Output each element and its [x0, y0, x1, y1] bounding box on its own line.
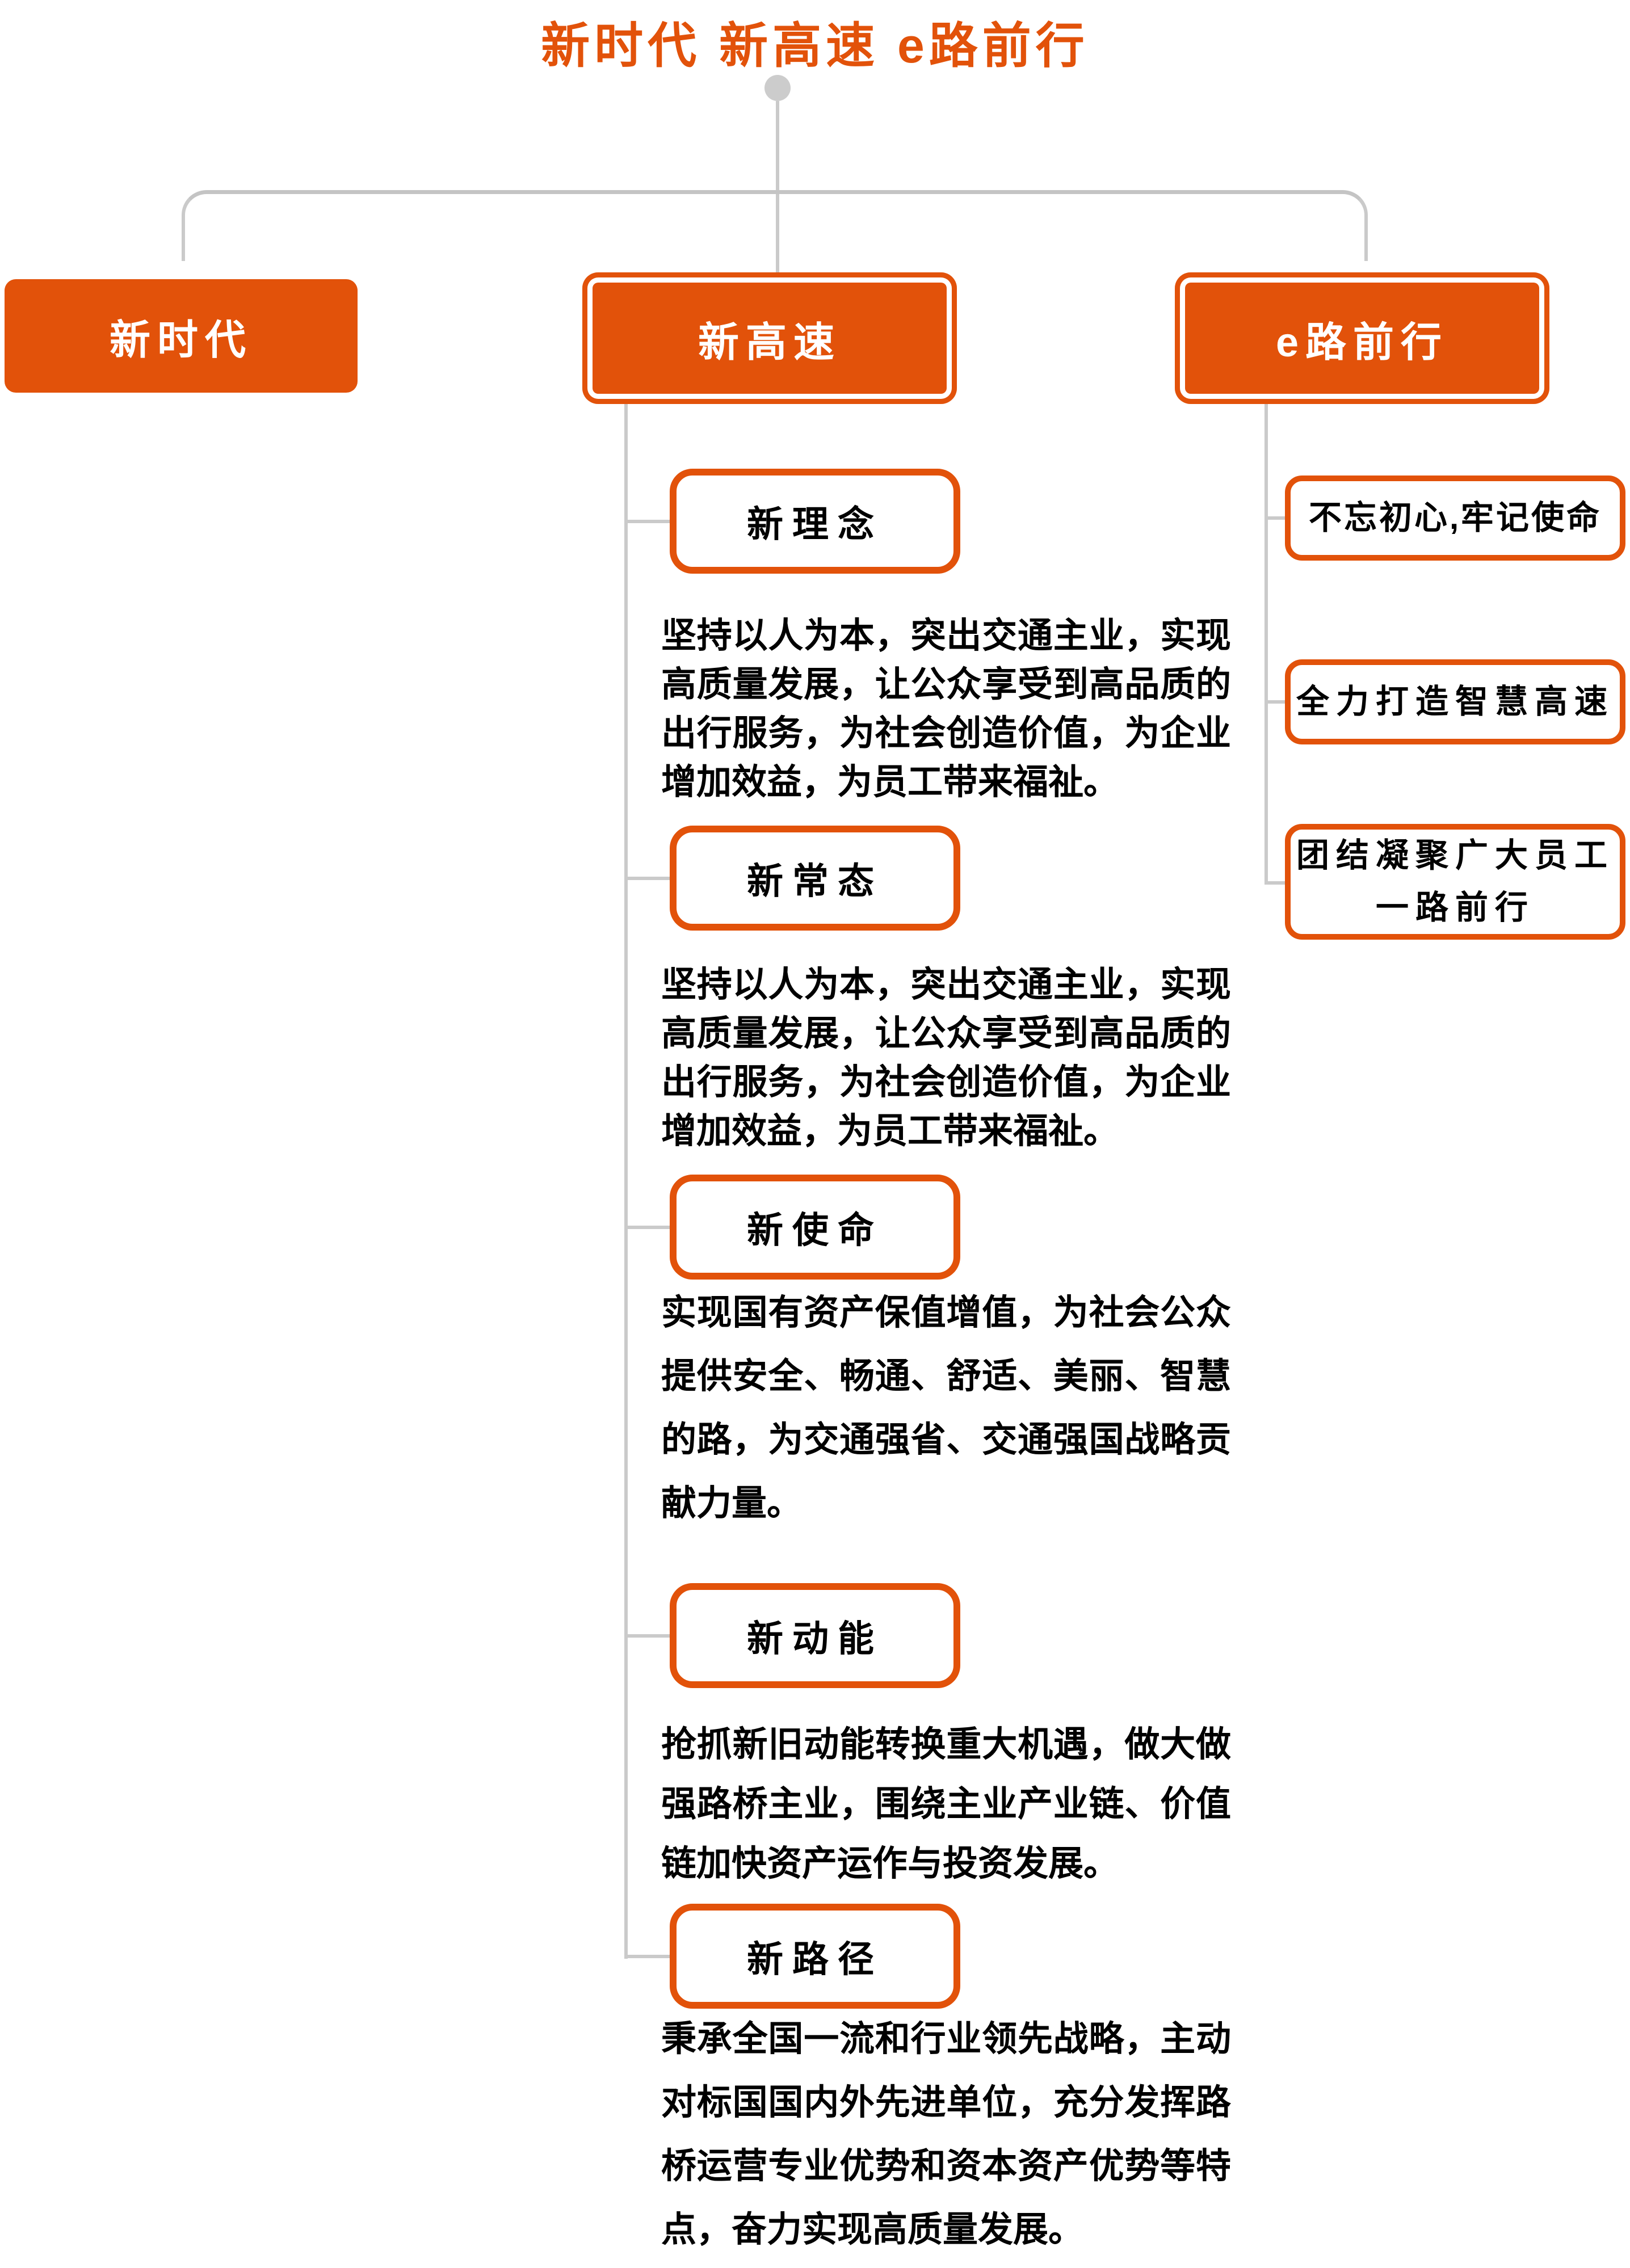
node-xingaosu-label: 新高速 [698, 319, 841, 365]
topic-xinlinian-body: 坚持以人为本，突出交通主业，实现高质量发展，让公众享受到高品质的出行服务，为社会… [661, 616, 1231, 802]
stub-xinlujing [624, 1955, 672, 1958]
center-drop-line [776, 194, 779, 273]
topic-xinlinian-label: 新理念 [747, 503, 883, 545]
stub-zhihuigaosu [1264, 700, 1287, 704]
leaf-box-zhihuigaosu[interactable]: 全力打造智慧高速 [1285, 659, 1625, 744]
stub-tuanjie [1264, 881, 1287, 885]
topic-xinshiming-body: 实现国有资产保值增值，为社会公众提供安全、畅通、舒适、美丽、智慧的路，为交通强省… [661, 1293, 1231, 1523]
topic-xinlujing-label: 新路径 [747, 1938, 883, 1980]
root-connector-dot [764, 75, 791, 101]
stub-xinchangtai [624, 877, 672, 880]
elu-branch-line [1264, 404, 1268, 883]
topic-box-xinshiming[interactable]: 新使命 [670, 1175, 960, 1280]
topic-xindongneng-label: 新动能 [747, 1618, 883, 1659]
xingaosu-branch-line [624, 404, 628, 1959]
trunk-line [776, 101, 779, 192]
stub-xindongneng [624, 1634, 672, 1638]
leaf-box-tuanjie[interactable]: 团结凝聚广大员工一路前行 [1285, 824, 1625, 940]
node-xinshidai-label: 新时代 [109, 317, 253, 363]
node-elu-qianxing-label: e路前行 [1275, 319, 1449, 365]
leaf-tuanjie-label: 团结凝聚广大员工一路前行 [1296, 837, 1614, 926]
node-xinshidai[interactable]: 新时代 [5, 279, 358, 393]
topic-box-xinlinian[interactable]: 新理念 [670, 469, 960, 574]
stub-buwangchuxin [1264, 516, 1287, 520]
topic-xinshiming-label: 新使命 [747, 1209, 883, 1251]
topic-box-xinlujing[interactable]: 新路径 [670, 1904, 960, 2009]
node-xingaosu[interactable]: 新高速 [582, 272, 957, 404]
branch-bracket-line [182, 190, 1368, 261]
topic-xinchangtai-label: 新常态 [747, 860, 883, 902]
map-title: 新时代 新高速 e路前行 [541, 19, 1089, 73]
leaf-box-buwangchuxin[interactable]: 不忘初心,牢记使命 [1285, 476, 1625, 561]
topic-box-xindongneng[interactable]: 新动能 [670, 1583, 960, 1688]
topic-xindongneng-body: 抢抓新旧动能转换重大机遇，做大做强路桥主业，围绕主业产业链、价值链加快资产运作与… [661, 1725, 1231, 1883]
stub-xinshiming [624, 1226, 672, 1229]
leaf-buwangchuxin-label: 不忘初心,牢记使命 [1308, 499, 1602, 536]
leaf-zhihuigaosu-label: 全力打造智慧高速 [1296, 683, 1614, 720]
node-elu-qianxing[interactable]: e路前行 [1175, 272, 1549, 404]
topic-xinchangtai-body: 坚持以人为本，突出交通主业，实现高质量发展，让公众享受到高品质的出行服务，为社会… [661, 965, 1231, 1151]
topic-xinlujing-body: 秉承全国一流和行业领先战略，主动对标国国内外先进单位，充分发挥路桥运营专业优势和… [661, 2019, 1231, 2249]
stub-xinlinian [624, 520, 672, 523]
topic-box-xinchangtai[interactable]: 新常态 [670, 826, 960, 931]
